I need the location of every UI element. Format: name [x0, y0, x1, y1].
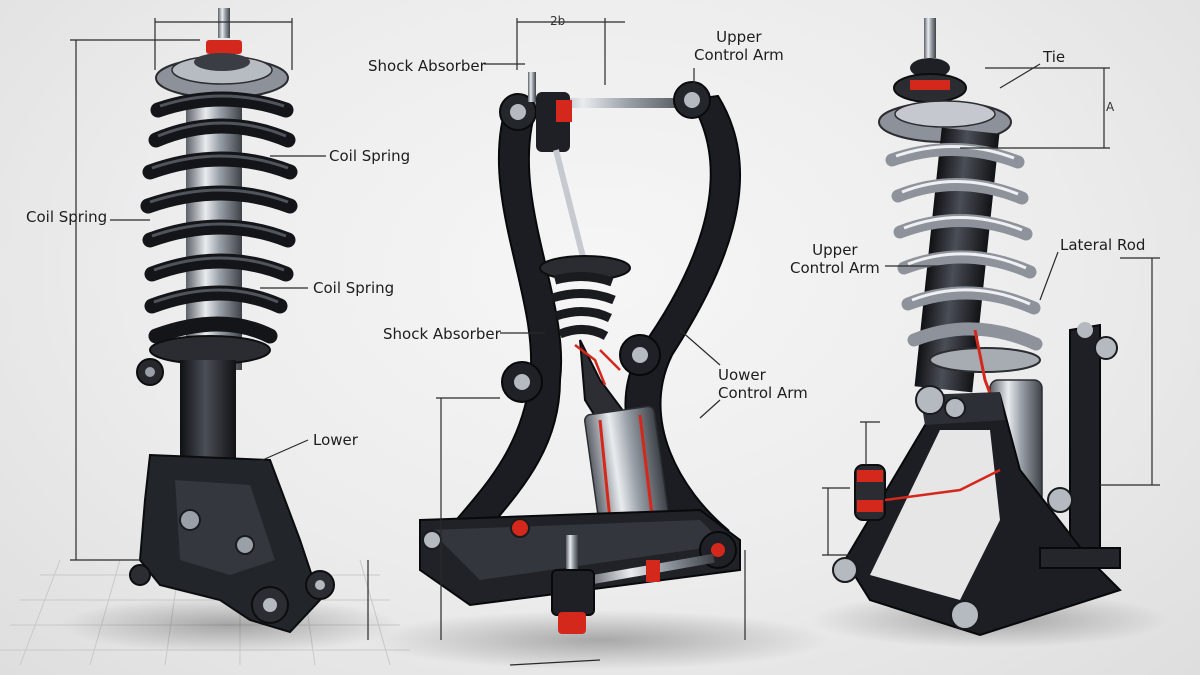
coilover-top-stud: [924, 18, 936, 58]
label-upper-control-arm-right: Upper Control Arm: [790, 241, 880, 277]
middle-wishbone-assembly: [419, 72, 741, 634]
label-upper-control-arm-middle: Upper Control Arm: [694, 28, 784, 64]
left-strut-assembly: [129, 8, 335, 634]
middle-shock-spring: [550, 272, 616, 341]
label-lateral-rod: Lateral Rod: [1060, 236, 1146, 254]
label-coil-spring-top: Coil Spring: [329, 147, 411, 165]
ground-shadow-left: [60, 597, 400, 653]
strut-top-nut-red: [206, 40, 242, 54]
ground-shadow-middle: [370, 610, 830, 670]
upper-link-rod: [520, 98, 700, 108]
label-coil-spring-mid: Coil Spring: [313, 279, 395, 297]
right-dimension-lines: [822, 63, 1160, 556]
strut-top-stud: [218, 8, 230, 38]
middle-shock-top: [528, 72, 536, 102]
lateral-rod-frame: [1069, 323, 1101, 567]
label-dimension-2b: 2b: [550, 14, 566, 28]
right-coil-spring: [885, 143, 1043, 351]
right-coilover-assembly: [832, 18, 1122, 637]
label-lower: Lower: [313, 431, 358, 449]
label-coil-spring-left: Coil Spring: [26, 208, 108, 226]
label-dimension-a: A: [1106, 100, 1115, 114]
label-tie: Tie: [1043, 48, 1066, 66]
ball-joint: [551, 569, 595, 616]
strut-lower-tube: [180, 360, 236, 470]
label-lower-control-arm-middle: Uower Control Arm: [718, 366, 808, 402]
left-dimension-lines: [70, 18, 369, 640]
label-shock-absorber-middle: Shock Absorber: [383, 325, 501, 343]
lower-spring-seat: [149, 335, 271, 365]
label-shock-absorber-top: Shock Absorber: [368, 57, 486, 75]
middle-dimension-lines: [436, 18, 746, 666]
left-coil-spring: [140, 91, 298, 344]
